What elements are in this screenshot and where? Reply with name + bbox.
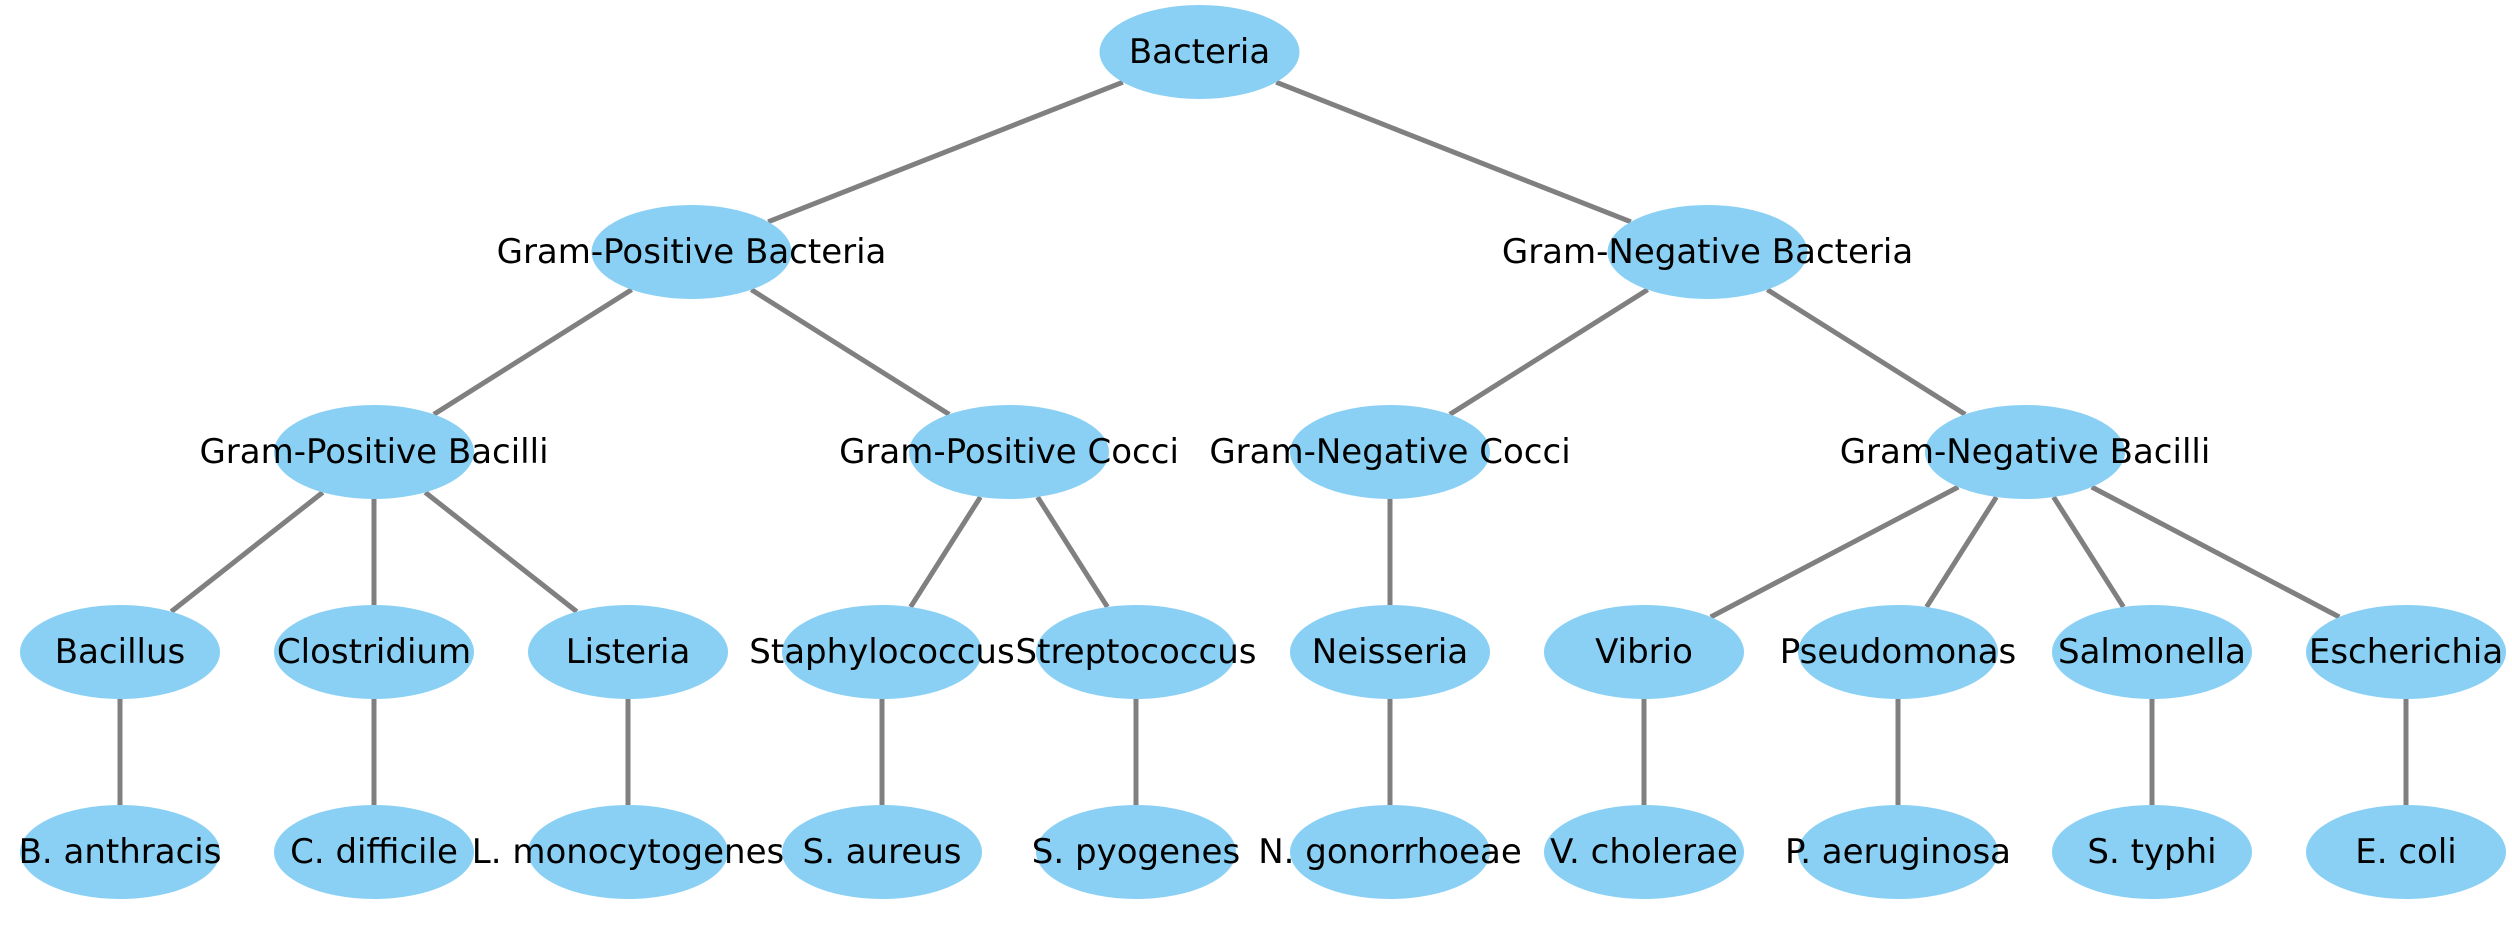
edge-gram-negative-bacilli-to-escherichia — [2090, 484, 2341, 620]
node-s-aureus: S. aureus — [782, 805, 982, 899]
node-ellipse — [591, 205, 792, 299]
node-ellipse — [1036, 605, 1236, 699]
node-ellipse — [20, 605, 220, 699]
node-label: L. monocytogenes — [472, 832, 784, 872]
node-ellipse — [274, 805, 474, 899]
node-label: Salmonella — [2058, 632, 2246, 672]
node-listeria: Listeria — [528, 605, 728, 699]
node-salmonella: Salmonella — [2052, 605, 2252, 699]
node-ellipse — [528, 605, 728, 699]
node-ellipse — [20, 805, 220, 899]
node-s-typhi: S. typhi — [2052, 805, 2252, 899]
node-ellipse — [1544, 805, 1744, 899]
node-p-aeruginosa: P. aeruginosa — [1785, 805, 2011, 899]
node-gram-negative-bacilli: Gram-Negative Bacilli — [1840, 405, 2211, 499]
edge-gram-negative-bacilli-to-vibrio — [1709, 484, 1960, 620]
edge-gram-negative-bacilli-to-pseudomonas — [1924, 495, 1999, 609]
edge-gram-positive-bacteria-to-gram-positive-bacilli — [432, 287, 634, 417]
node-ellipse — [2306, 605, 2506, 699]
edge-gram-positive-bacilli-to-listeria — [423, 490, 579, 614]
node-ellipse — [1099, 5, 1300, 99]
node-label: E. coli — [2355, 832, 2457, 872]
node-label: P. aeruginosa — [1785, 832, 2011, 872]
node-label: Bacillus — [55, 632, 185, 672]
node-s-pyogenes: S. pyogenes — [1032, 805, 1240, 899]
node-streptococcus: Streptococcus — [1016, 605, 1257, 699]
node-gram-positive-bacteria: Gram-Positive Bacteria — [497, 205, 887, 299]
node-label: Vibrio — [1595, 632, 1693, 672]
node-label: S. typhi — [2087, 832, 2216, 872]
node-vibrio: Vibrio — [1544, 605, 1744, 699]
node-pseudomonas: Pseudomonas — [1780, 605, 2017, 699]
node-label: Neisseria — [1312, 632, 1468, 672]
node-label: Escherichia — [2309, 632, 2503, 672]
edge-bacteria-to-gram-positive-bacteria — [767, 79, 1124, 225]
edge-gram-positive-bacilli-to-bacillus — [169, 490, 325, 614]
node-v-cholerae: V. cholerae — [1544, 805, 1744, 899]
node-gram-negative-cocci: Gram-Negative Cocci — [1209, 405, 1571, 499]
node-label: B. anthracis — [19, 832, 222, 872]
node-ellipse — [1798, 605, 1998, 699]
edge-bacteria-to-gram-negative-bacteria — [1275, 79, 1632, 225]
node-escherichia: Escherichia — [2306, 605, 2506, 699]
node-ellipse — [782, 605, 982, 699]
node-ellipse — [1798, 805, 1998, 899]
node-clostridium: Clostridium — [274, 605, 474, 699]
node-label: Streptococcus — [1016, 632, 1257, 672]
node-gram-positive-cocci: Gram-Positive Cocci — [839, 405, 1179, 499]
node-n-gonorrhoeae: N. gonorrhoeae — [1258, 805, 1522, 899]
node-l-monocytogenes: L. monocytogenes — [472, 805, 784, 899]
node-label: Gram-Negative Bacteria — [1502, 232, 1913, 272]
node-gram-negative-bacteria: Gram-Negative Bacteria — [1502, 205, 1913, 299]
node-ellipse — [1607, 205, 1808, 299]
node-b-anthracis: B. anthracis — [19, 805, 222, 899]
node-ellipse — [2052, 605, 2252, 699]
node-gram-positive-bacilli: Gram-Positive Bacilli — [199, 405, 549, 499]
node-ellipse — [1925, 405, 2125, 499]
node-ellipse — [1036, 805, 1236, 899]
node-ellipse — [1544, 605, 1744, 699]
node-label: Listeria — [566, 632, 691, 672]
edge-gram-positive-cocci-to-staphylococcus — [908, 495, 983, 609]
node-label: Clostridium — [277, 632, 471, 672]
node-e-coli: E. coli — [2306, 805, 2506, 899]
node-ellipse — [1290, 605, 1490, 699]
node-ellipse — [2306, 805, 2506, 899]
node-label: N. gonorrhoeae — [1258, 832, 1522, 872]
node-ellipse — [274, 405, 474, 499]
node-c-difficile: C. difficile — [274, 805, 474, 899]
edge-gram-positive-cocci-to-streptococcus — [1035, 495, 1110, 609]
node-bacillus: Bacillus — [20, 605, 220, 699]
node-ellipse — [274, 605, 474, 699]
node-label: S. aureus — [803, 832, 962, 872]
node-label: Pseudomonas — [1780, 632, 2017, 672]
node-label: C. difficile — [290, 832, 458, 872]
node-ellipse — [2052, 805, 2252, 899]
node-bacteria: Bacteria — [1099, 5, 1300, 99]
node-ellipse — [528, 805, 728, 899]
edge-gram-negative-bacilli-to-salmonella — [2051, 495, 2126, 609]
node-label: Bacteria — [1129, 32, 1270, 72]
edges-layer — [117, 79, 2409, 805]
node-label: Gram-Negative Cocci — [1209, 432, 1570, 472]
node-label: V. cholerae — [1550, 832, 1738, 872]
node-label: Staphylococcus — [749, 632, 1014, 672]
node-label: Gram-Positive Bacilli — [199, 432, 548, 472]
node-label: Gram-Positive Bacteria — [497, 232, 887, 272]
node-ellipse — [1290, 405, 1490, 499]
node-ellipse — [909, 405, 1109, 499]
node-label: Gram-Positive Cocci — [839, 432, 1179, 472]
node-staphylococcus: Staphylococcus — [749, 605, 1015, 699]
edge-gram-negative-bacteria-to-gram-negative-bacilli — [1765, 287, 1967, 417]
node-ellipse — [1290, 805, 1490, 899]
node-label: Gram-Negative Bacilli — [1840, 432, 2211, 472]
node-ellipse — [782, 805, 982, 899]
edge-gram-negative-bacteria-to-gram-negative-cocci — [1448, 287, 1650, 417]
node-neisseria: Neisseria — [1290, 605, 1490, 699]
node-label: S. pyogenes — [1032, 832, 1240, 872]
edge-gram-positive-bacteria-to-gram-positive-cocci — [749, 287, 951, 417]
